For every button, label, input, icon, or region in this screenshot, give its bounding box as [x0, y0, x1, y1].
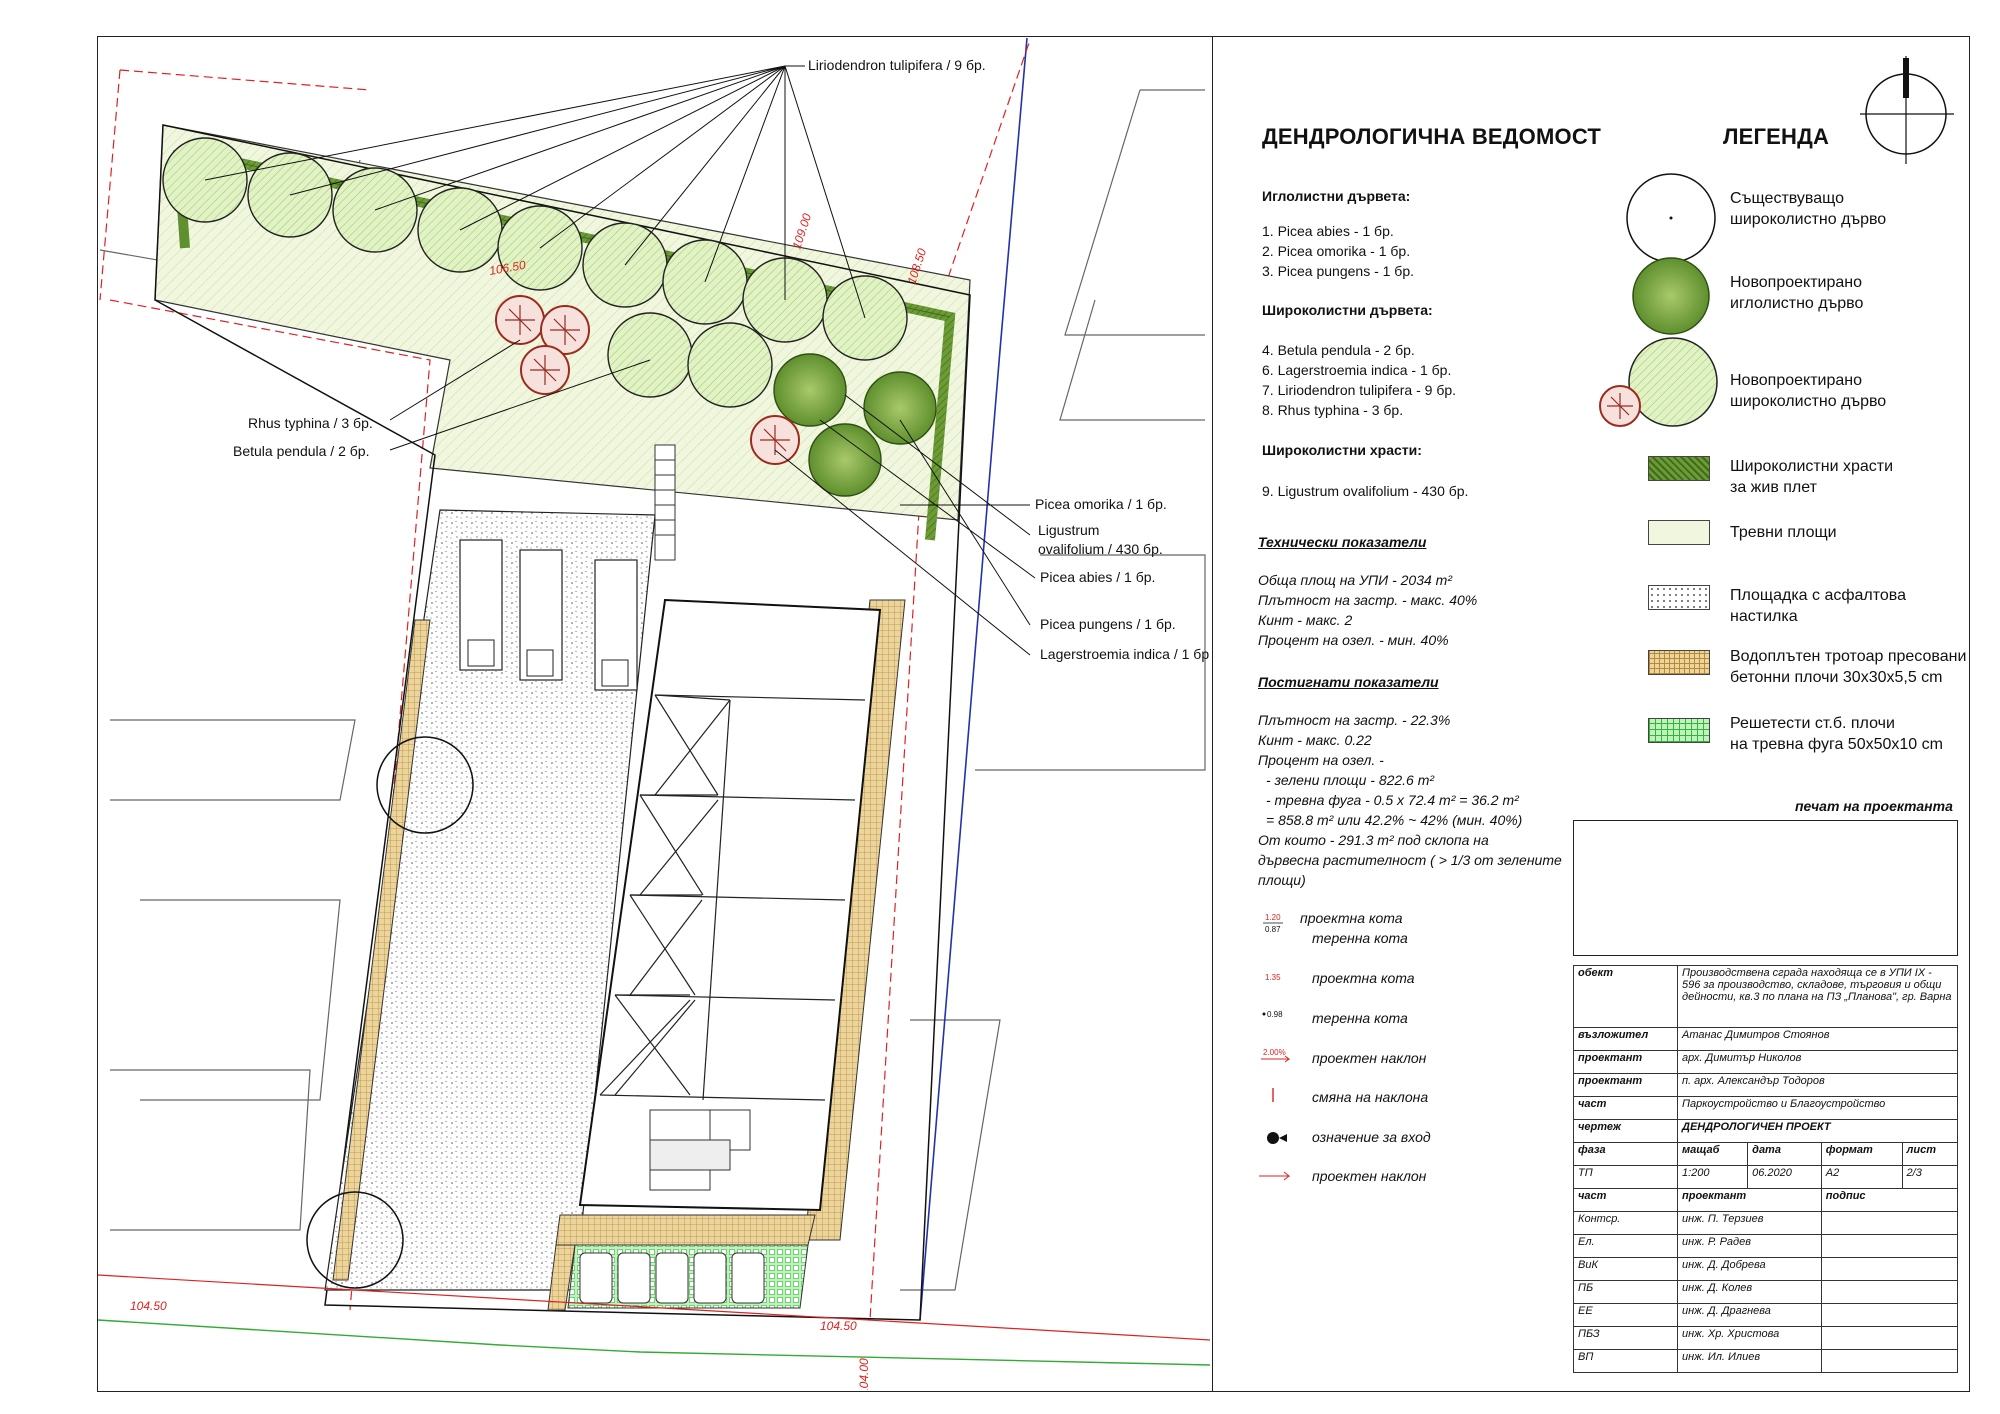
symbol-icons: 1.20 0.87 1.35 0.98 2.00%: [1259, 913, 1291, 1181]
site-plan: 109.00 108.50 106.50 104.50 104.00 104.5…: [98, 37, 1210, 1390]
grid-paver-swatch: [1648, 718, 1710, 743]
tech-line: Плътност на застр. - макс. 40%: [1258, 592, 1478, 608]
achieved-line: - зелени площи - 822.6 m²: [1266, 772, 1435, 788]
stamp-box: [1573, 820, 1958, 956]
achieved-line: площи): [1258, 872, 1306, 888]
broadleaf-item: 8. Rhus typhina - 3 бр.: [1262, 402, 1404, 418]
legend-tree-symbols: [1599, 173, 1718, 427]
shrub-heading: Широколистни храсти:: [1262, 442, 1422, 458]
symbol-slope: проектен наклон: [1312, 1050, 1427, 1066]
label-pungens: Picea pungens / 1 бр.: [1040, 616, 1176, 632]
symbol-slope-2: проектен наклон: [1312, 1168, 1427, 1184]
legend-title: ЛЕГЕНДА: [1723, 124, 1830, 149]
svg-text:1.20: 1.20: [1265, 913, 1281, 922]
achieved-line: - тревна фуга - 0.5 x 72.4 m² = 36.2 m²: [1266, 792, 1519, 808]
drawing-frame: [97, 36, 1970, 1392]
label-omorika: Picea omorika / 1 бр.: [1035, 496, 1167, 512]
label-abies: Picea abies / 1 бр.: [1040, 569, 1155, 585]
tech-line: Обща площ на УПИ - 2034 m²: [1258, 572, 1452, 588]
shrub-item: 9. Ligustrum ovalifolium - 430 бр.: [1262, 483, 1469, 499]
symbol-entrance: означение за вход: [1312, 1129, 1431, 1145]
hedge-swatch: [1648, 456, 1710, 481]
tech-line: Процент на озел. - мин. 40%: [1258, 632, 1449, 648]
entrance-icon: [1267, 1132, 1287, 1144]
broadleaf-item: 4. Betula pendula - 2 бр.: [1262, 342, 1415, 358]
svg-text:1.35: 1.35: [1265, 973, 1281, 982]
svg-text:104.50: 104.50: [820, 1319, 857, 1333]
svg-text:109.00: 109.00: [790, 211, 815, 251]
svg-text:106.50: 106.50: [488, 258, 527, 278]
achieved-line: Кинт - макс. 0.22: [1258, 732, 1372, 748]
label-betula: Betula pendula / 2 бр.: [233, 443, 369, 459]
achieved-line: От които - 291.3 m² под склопа на: [1258, 832, 1489, 848]
symbol-terrain-level-2: теренна кота: [1312, 1010, 1408, 1026]
broadleaf-item: 6. Lagerstroemia indica - 1 бр.: [1262, 362, 1452, 378]
svg-text:0.87: 0.87: [1265, 925, 1281, 934]
achieved-line: Процент на озел. -: [1258, 752, 1384, 768]
conifer-heading: Иглолистни дървета:: [1262, 188, 1411, 204]
tech-title: Технически показатели: [1258, 534, 1427, 550]
svg-text:2.00%: 2.00%: [1263, 1048, 1286, 1057]
label-rhus: Rhus typhina / 3 бр.: [248, 415, 373, 431]
label-ligustrum-2: ovalifolium / 430 бр.: [1038, 541, 1163, 557]
symbol-terrain-level: теренна кота: [1312, 930, 1408, 946]
conifer-icon: [1632, 257, 1710, 335]
label-lager: Lagerstroemia indica / 1 бр.: [1040, 646, 1210, 662]
label-ligustrum-1: Ligustrum: [1038, 522, 1099, 538]
symbol-slope-change: смяна на наклона: [1312, 1089, 1429, 1105]
paving-swatch: [1648, 650, 1710, 675]
frame-divider: [1212, 36, 1213, 1392]
broadleaf-heading: Широколистни дървета:: [1262, 302, 1433, 318]
label-liriodendron: Liriodendron tulipifera / 9 бр.: [808, 57, 986, 73]
asphalt-swatch: [1648, 585, 1710, 610]
symbol-design-level-2: проектна кота: [1312, 970, 1415, 986]
broadleaf-icon: [1628, 337, 1718, 427]
conifer-item: 2. Picea omorika - 1 бр.: [1262, 243, 1411, 259]
achieved-line: Плътност на застр. - 22.3%: [1258, 712, 1451, 728]
achieved-line: = 858.8 m² или 42.2% ~ 42% (мин. 40%): [1266, 812, 1523, 828]
conifer-item: 3. Picea pungens - 1 бр.: [1262, 263, 1415, 279]
svg-text:0.98: 0.98: [1267, 1010, 1283, 1019]
symbol-design-level: проектна кота: [1300, 910, 1403, 926]
broadleaf-item: 7. Liriodendron tulipifera - 9 бр.: [1262, 382, 1457, 398]
stamp-label: печат на проектанта: [1795, 798, 1953, 814]
svg-text:104.50: 104.50: [130, 1299, 167, 1313]
tech-line: Кинт - макс. 2: [1258, 612, 1353, 628]
conifer-item: 1. Picea abies - 1 бр.: [1262, 223, 1394, 239]
grass-swatch: [1648, 520, 1710, 545]
legend-label: Тревни площи: [1730, 524, 1837, 541]
north-arrow-icon: [1860, 56, 1954, 164]
achieved-title: Постигнати показатели: [1258, 674, 1439, 690]
svg-text:104.00: 104.00: [857, 1358, 871, 1390]
dendro-title: ДЕНДРОЛОГИЧНА ВЕДОМОСТ: [1262, 124, 1601, 149]
achieved-line: дървесна растителност ( > 1/3 от зеленит…: [1258, 852, 1562, 868]
